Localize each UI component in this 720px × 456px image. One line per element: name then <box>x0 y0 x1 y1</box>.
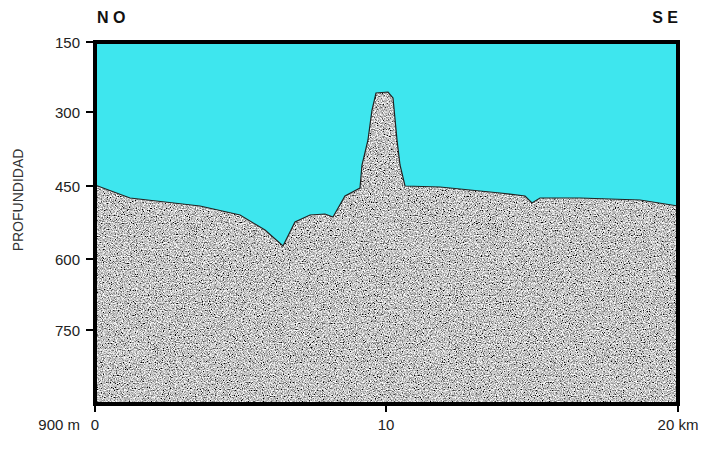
compass-label: S E <box>652 10 678 26</box>
seabed-outline <box>95 92 678 246</box>
distance-value: 20 km <box>658 417 699 432</box>
axis-title: PROFUNDIDAD <box>11 148 25 251</box>
depth-value: 750 <box>55 323 80 338</box>
depth-value: 150 <box>55 35 80 50</box>
compass-label: N O <box>97 10 125 26</box>
depth-value: 300 <box>55 105 80 120</box>
distance-value: 0 <box>91 417 99 432</box>
distance-value: 10 <box>378 417 395 432</box>
depth-value: 900 m <box>38 417 80 432</box>
seabed <box>95 92 678 404</box>
water <box>95 42 678 404</box>
depth-value: 600 <box>55 252 80 267</box>
depth-value: 450 <box>55 179 80 194</box>
frame <box>95 42 678 404</box>
axis-ticks <box>86 42 678 412</box>
